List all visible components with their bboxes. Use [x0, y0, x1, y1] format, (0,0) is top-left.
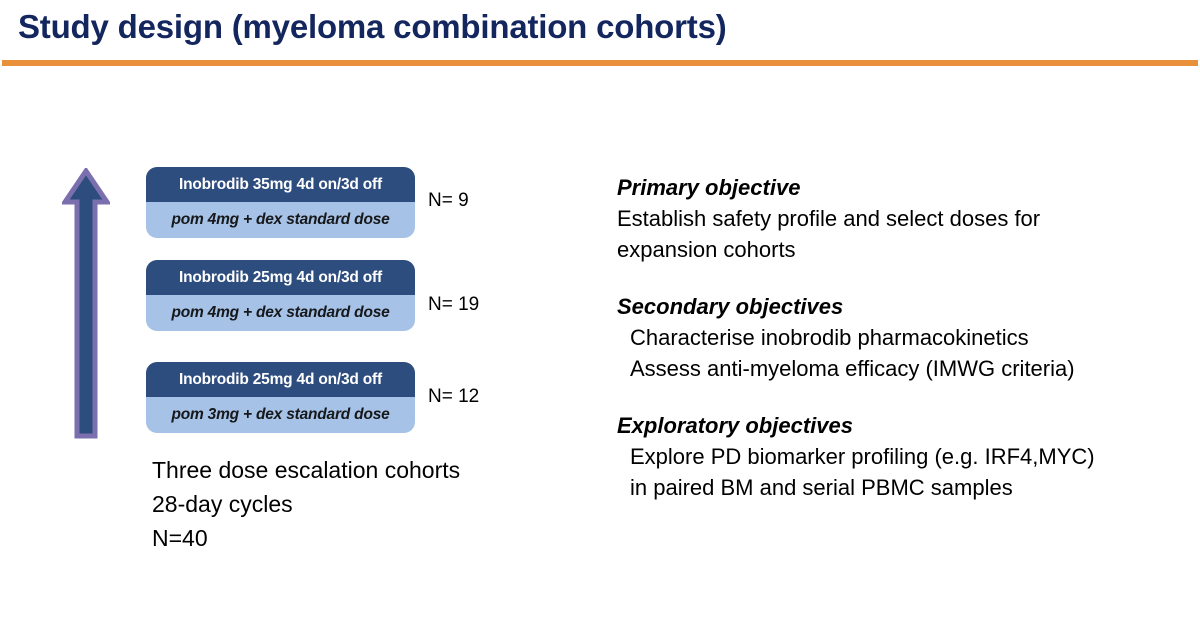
cohort-3-combo-line: pom 3mg + dex standard dose — [146, 397, 415, 433]
secondary-objective-line-2: Assess anti-myeloma efficacy (IMWG crite… — [630, 356, 1075, 381]
primary-objective-heading: Primary objective — [617, 175, 801, 200]
secondary-objective-line-1: Characterise inobrodib pharmacokinetics — [630, 325, 1029, 350]
primary-objective-line-1: Establish safety profile and select dose… — [617, 206, 1041, 231]
objectives-panel: Primary objective Establish safety profi… — [617, 172, 1177, 503]
exploratory-objectives-heading: Exploratory objectives — [617, 413, 853, 438]
page-title: Study design (myeloma combination cohort… — [18, 8, 727, 45]
summary-line-cycles: 28-day cycles — [152, 491, 293, 517]
cohort-box-2: Inobrodib 25mg 4d on/3d off pom 4mg + de… — [146, 260, 415, 331]
cohort-3-drug-line: Inobrodib 25mg 4d on/3d off — [146, 362, 415, 397]
exploratory-objectives-group: Exploratory objectives Explore PD biomar… — [617, 410, 1177, 503]
cohort-1-drug-line: Inobrodib 35mg 4d on/3d off — [146, 167, 415, 202]
cohort-2-combo-line: pom 4mg + dex standard dose — [146, 295, 415, 331]
exploratory-objective-line-2: in paired BM and serial PBMC samples — [630, 475, 1013, 500]
summary-line-cohorts: Three dose escalation cohorts — [152, 457, 461, 483]
cohort-box-3: Inobrodib 25mg 4d on/3d off pom 3mg + de… — [146, 362, 415, 433]
primary-objective-group: Primary objective Establish safety profi… — [617, 172, 1177, 265]
cohort-2-n-label: N= 19 — [428, 294, 480, 315]
exploratory-objective-line-1: Explore PD biomarker profiling (e.g. IRF… — [630, 444, 1095, 469]
secondary-objectives-group: Secondary objectives Characterise inobro… — [617, 291, 1177, 384]
cohort-3-n-label: N= 12 — [428, 386, 480, 407]
cohort-1-combo-line: pom 4mg + dex standard dose — [146, 202, 415, 238]
secondary-objectives-heading: Secondary objectives — [617, 294, 844, 319]
title-underline-rule — [2, 60, 1198, 66]
cohort-2-drug-line: Inobrodib 25mg 4d on/3d off — [146, 260, 415, 295]
cohort-box-1: Inobrodib 35mg 4d on/3d off pom 4mg + de… — [146, 167, 415, 238]
dose-escalation-arrow — [60, 166, 112, 440]
study-summary: Three dose escalation cohorts 28-day cyc… — [152, 453, 460, 555]
summary-line-total-n: N=40 — [152, 525, 208, 551]
primary-objective-line-2: expansion cohorts — [617, 237, 796, 262]
cohort-1-n-label: N= 9 — [428, 190, 469, 211]
